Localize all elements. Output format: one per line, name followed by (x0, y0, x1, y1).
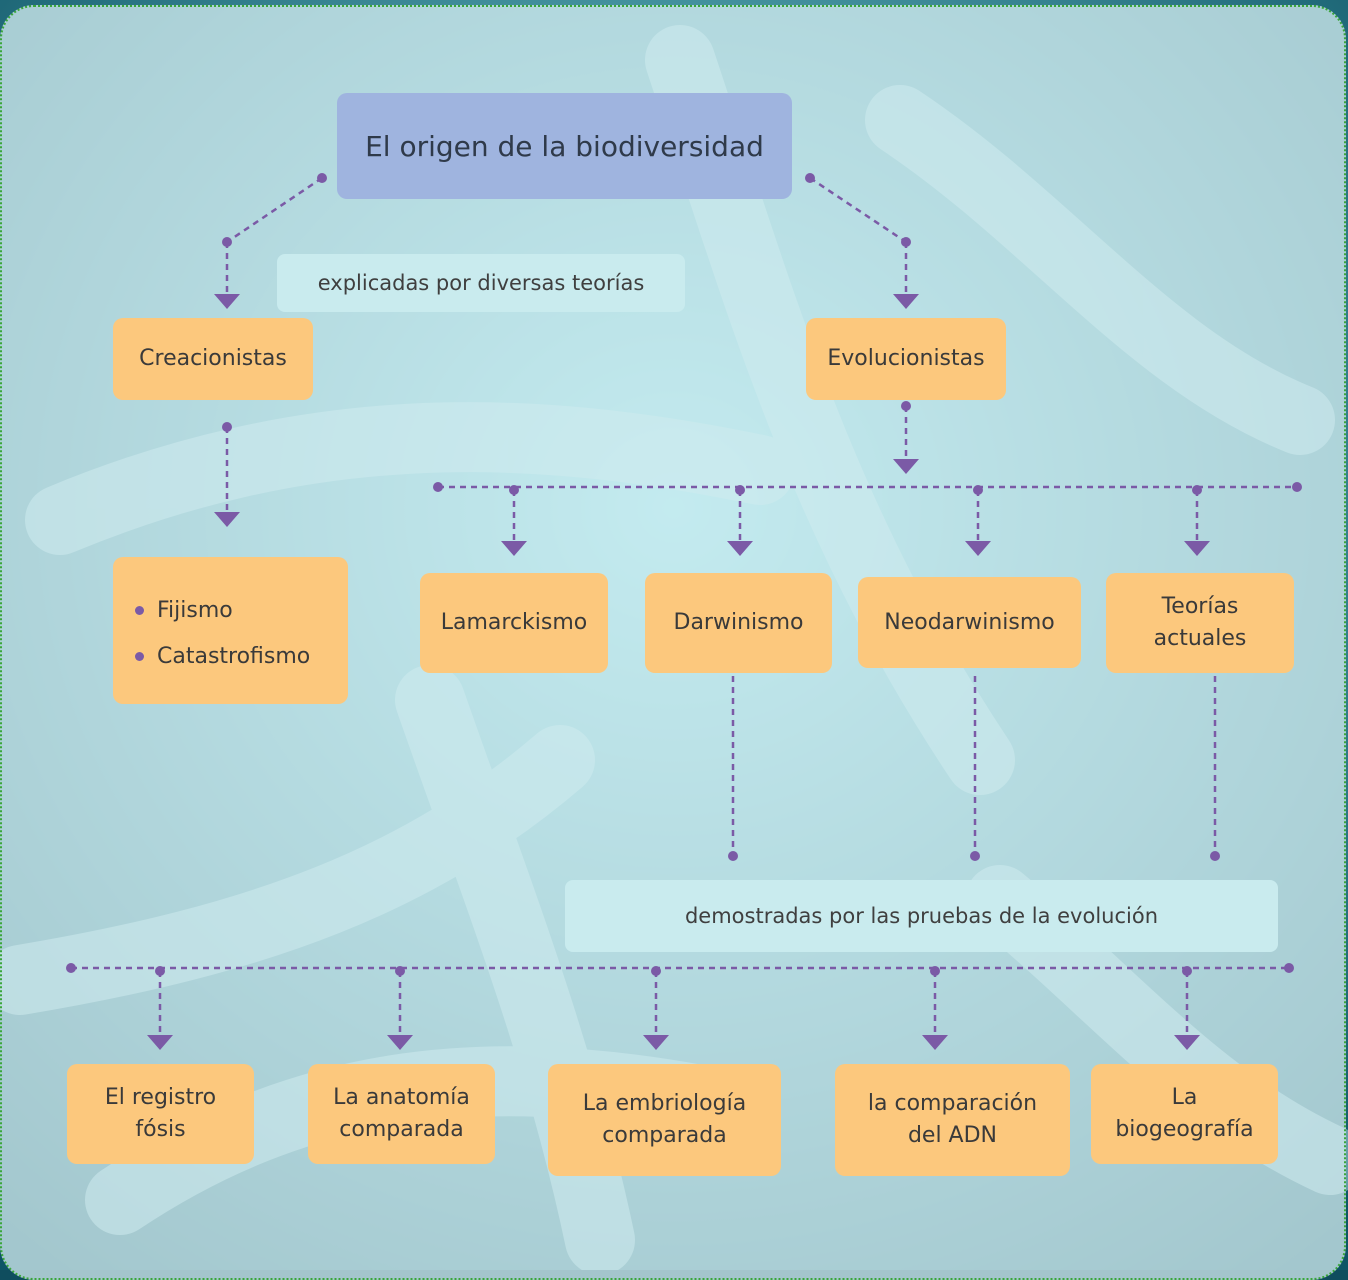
node-registro-fosil: El registro fósis (67, 1064, 254, 1164)
node-neodarwinismo: Neodarwinismo (858, 577, 1081, 668)
arrowhead-icon (893, 294, 919, 309)
connector-dot (433, 482, 443, 492)
connector-dot (728, 851, 738, 861)
node-embriologia-comparada: La embriología comparada (548, 1064, 781, 1176)
connector-dot (1210, 851, 1220, 861)
arrowhead-icon (965, 541, 991, 556)
connector-dot (66, 963, 76, 973)
arrowhead-icon (214, 512, 240, 527)
arrowhead-icon (727, 541, 753, 556)
bullet-icon (135, 651, 144, 661)
arrowhead-icon (643, 1035, 669, 1050)
connector-dot (1292, 482, 1302, 492)
bullet-icon (135, 605, 144, 615)
arrowhead-icon (387, 1035, 413, 1050)
node-comparacion-adn: la comparación del ADN (835, 1064, 1070, 1176)
arrowhead-icon (1184, 541, 1210, 556)
connector-label-teorias: explicadas por diversas teorías (277, 254, 685, 312)
node-darwinismo: Darwinismo (645, 573, 832, 673)
node-biogeografia: La biogeografía (1091, 1064, 1278, 1164)
connector-line (809, 176, 907, 244)
arrowhead-icon (214, 294, 240, 309)
node-teorias-actuales: Teorías actuales (1106, 573, 1294, 673)
connector-dot (1284, 963, 1294, 973)
arrowhead-icon (501, 541, 527, 556)
node-evolucionistas: Evolucionistas (806, 318, 1006, 400)
arrowhead-icon (1174, 1035, 1200, 1050)
connector-label-pruebas: demostradas por las pruebas de la evoluc… (565, 880, 1278, 952)
connector-line (226, 176, 323, 244)
arrowhead-icon (922, 1035, 948, 1050)
node-creacionistas: Creacionistas (113, 318, 313, 400)
arrowhead-icon (893, 459, 919, 474)
list-item: Catastrofismo (135, 633, 348, 679)
creacionistas-list: Fijismo Catastrofismo (113, 557, 348, 704)
node-lamarckismo: Lamarckismo (420, 573, 608, 673)
connector-dot (970, 851, 980, 861)
node-anatomia-comparada: La anatomía comparada (308, 1064, 495, 1164)
list-item: Fijismo (135, 587, 348, 633)
arrowhead-icon (147, 1035, 173, 1050)
diagram-title: El origen de la biodiversidad (337, 93, 792, 199)
